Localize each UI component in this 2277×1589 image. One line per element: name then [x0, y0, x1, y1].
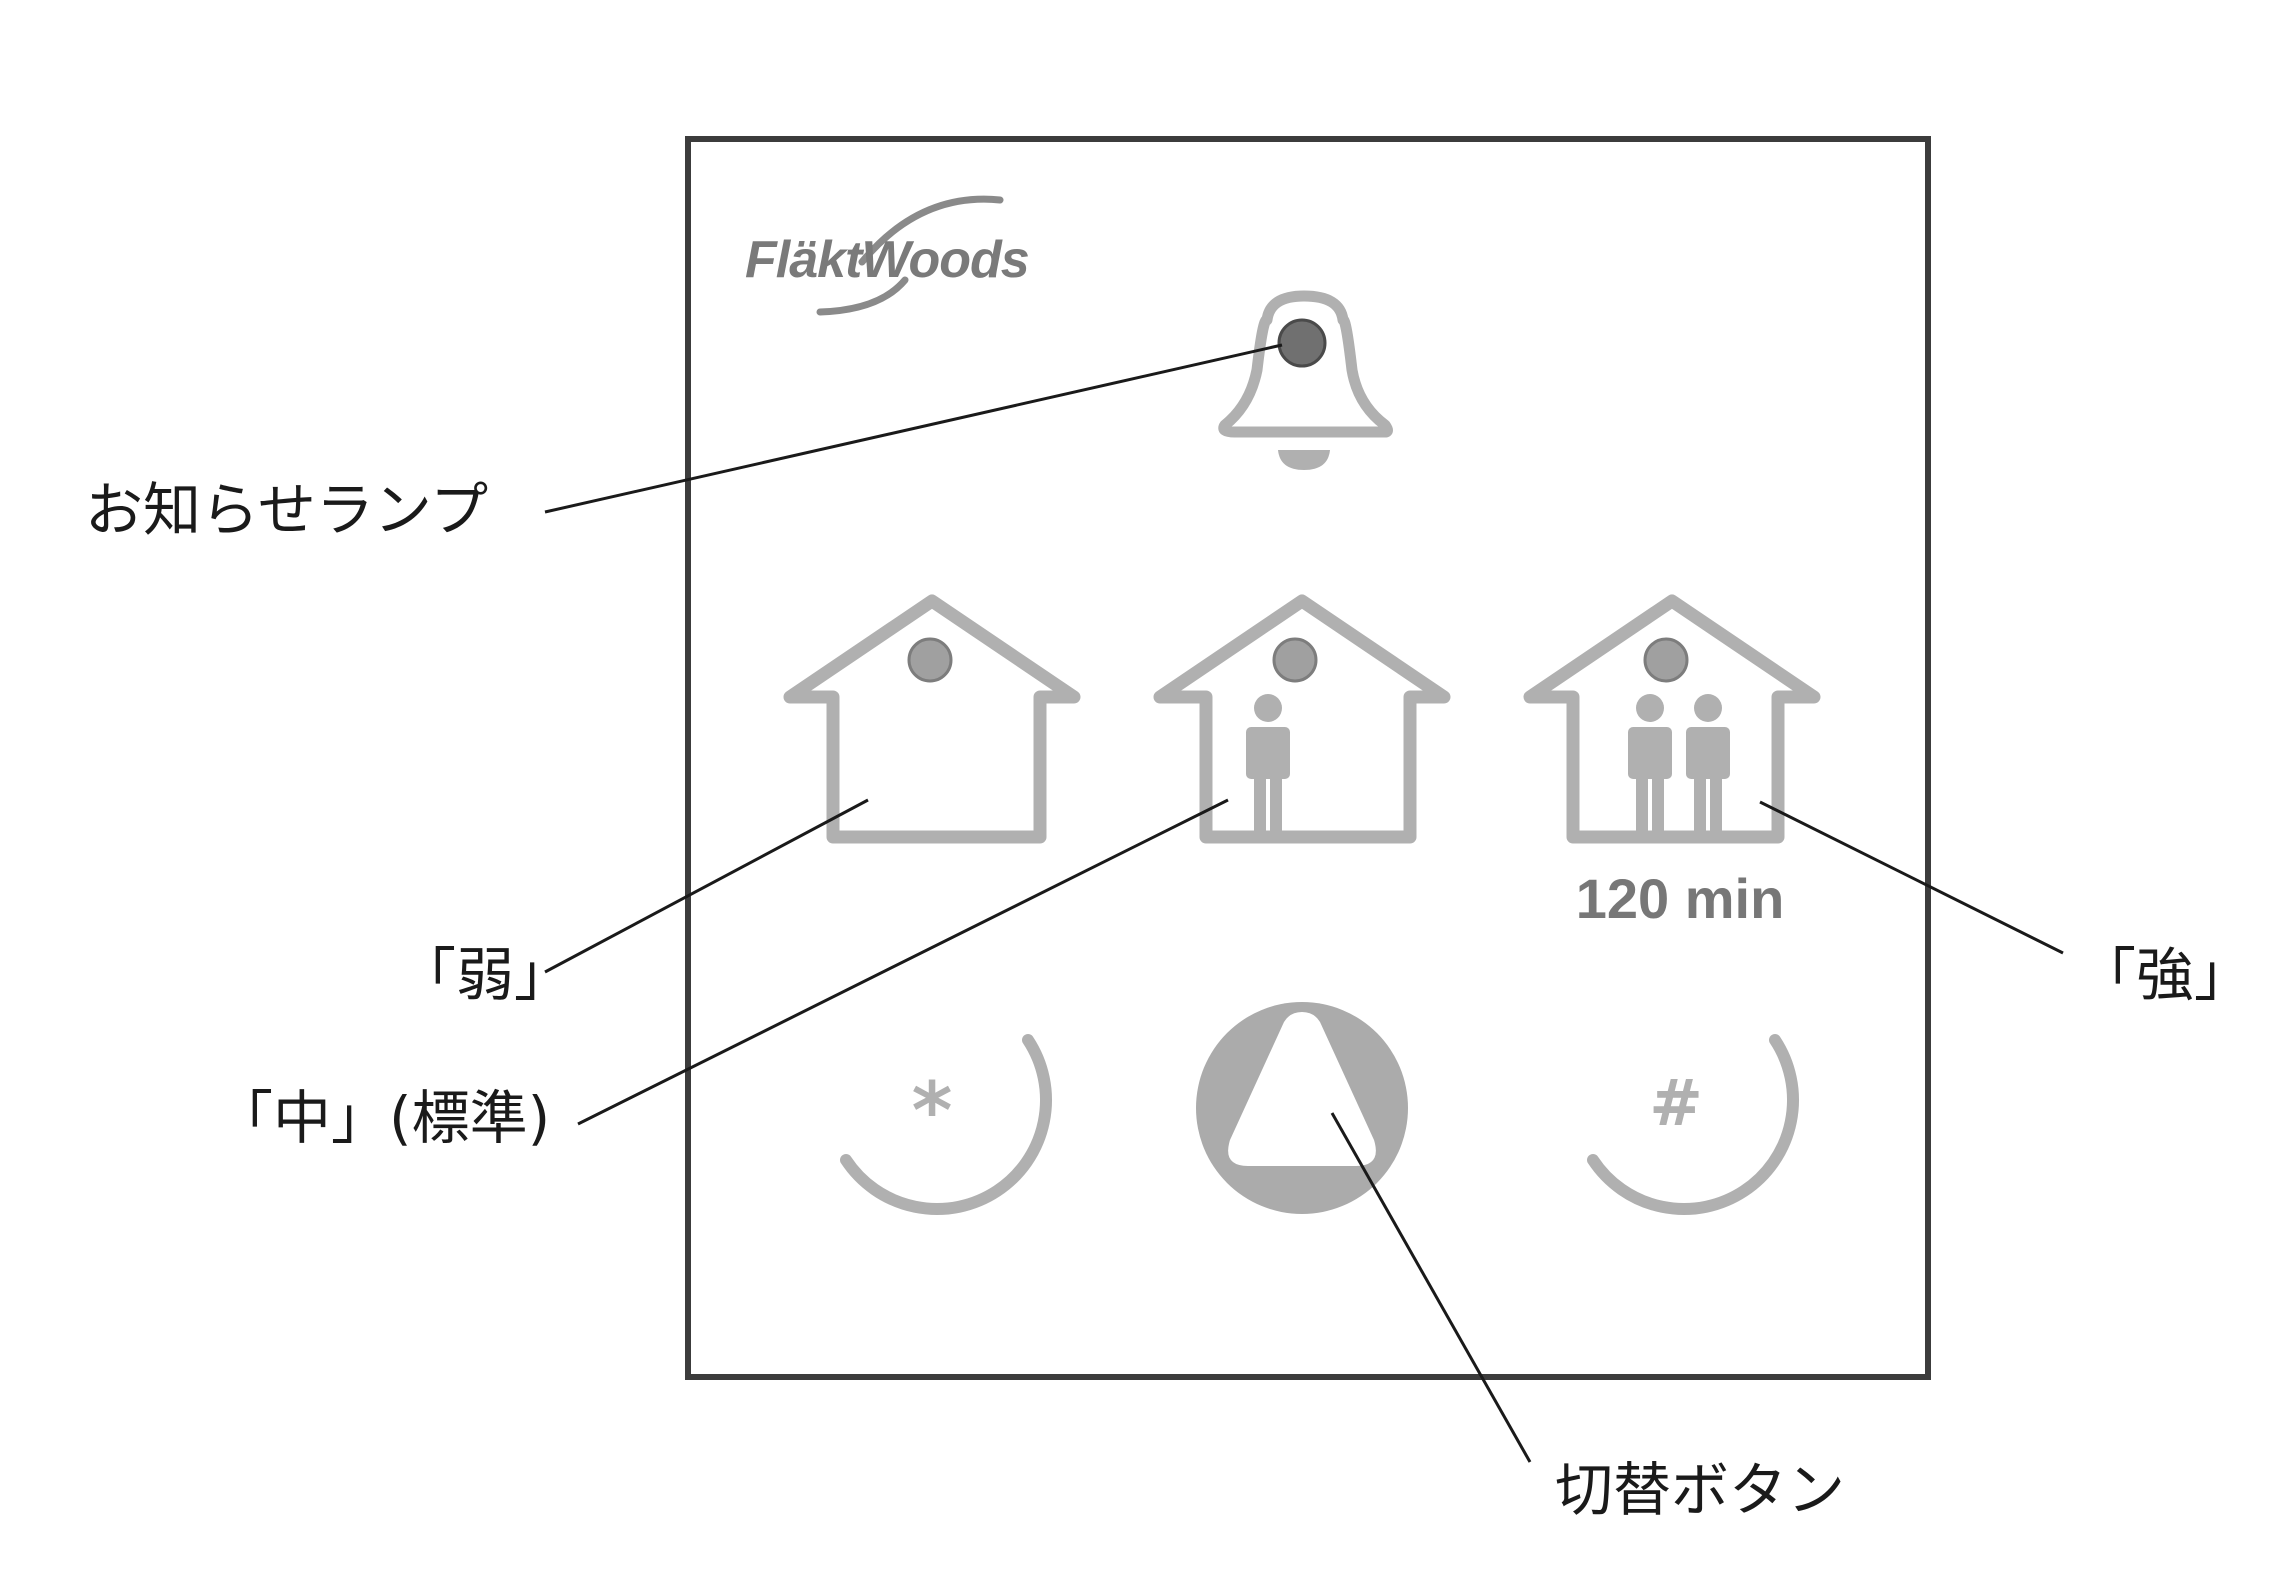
- leader-notification-lamp: [544, 343, 1283, 514]
- leader-switch-button: [1330, 1112, 1532, 1463]
- strong-mode-led: [1643, 637, 1689, 683]
- leader-weak: [544, 798, 869, 974]
- label-switch-button: 切替ボタン: [1555, 1456, 1845, 1524]
- person-icon: [1246, 694, 1290, 837]
- person-icon: [1686, 694, 1730, 837]
- person-icon: [1628, 694, 1672, 837]
- house-icon-medium: [1153, 594, 1451, 844]
- leader-strong: [1759, 800, 2064, 955]
- weak-mode-led: [907, 637, 953, 683]
- logo-swoosh-top: [858, 195, 1004, 266]
- star-key-symbol: *: [912, 1067, 953, 1157]
- house-icon-strong: [1523, 594, 1821, 844]
- medium-mode-led: [1272, 637, 1318, 683]
- star-key-button[interactable]: *: [840, 1034, 1052, 1215]
- leader-medium: [577, 798, 1229, 1126]
- house-icon-weak: [783, 594, 1081, 844]
- bell-icon: [1218, 290, 1393, 470]
- notification-lamp-led: [1277, 318, 1327, 368]
- label-medium: 「中」(標準): [215, 1084, 550, 1152]
- timer-label: 120 min: [1576, 867, 1785, 930]
- brand-name: FläktWoods: [745, 231, 1029, 289]
- label-weak: 「弱」: [398, 941, 572, 1009]
- hash-key-symbol: #: [1649, 1067, 1703, 1141]
- brand-logo: FläktWoods: [745, 195, 1030, 316]
- switch-button[interactable]: [1196, 1002, 1408, 1214]
- label-notification-lamp: お知らせランプ: [85, 476, 488, 544]
- label-strong: 「強」: [2078, 941, 2252, 1009]
- hash-key-button[interactable]: #: [1587, 1034, 1799, 1215]
- logo-swoosh-bottom: [816, 276, 909, 316]
